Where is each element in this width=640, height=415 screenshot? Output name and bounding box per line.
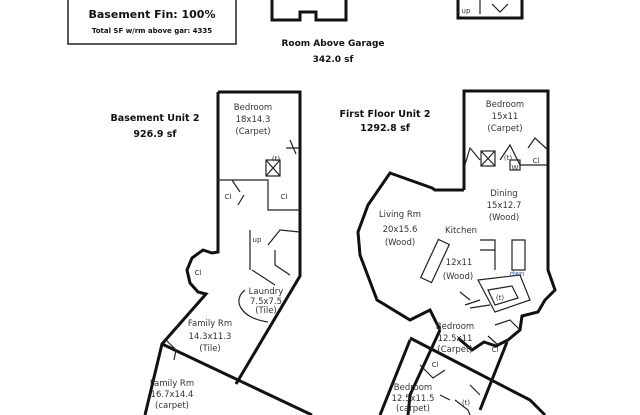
basement-closet-label-3: Cl <box>195 269 202 277</box>
total-sf-text: Total SF w/rm above gar: 4335 <box>92 27 212 35</box>
ff-closet-label-2: Cl <box>492 346 499 354</box>
stair-fragment: up <box>456 0 524 20</box>
family-rm-1-floor: (Tile) <box>199 344 221 354</box>
laundry-size: 7.5x7.5 <box>250 297 282 307</box>
ff-bedroom-1-name: Bedroom <box>486 100 524 110</box>
basement-bedroom-size: 18x14.3 <box>236 115 271 125</box>
garage-area: 342.0 sf <box>313 55 354 65</box>
family-rm-2-size: 16.7x14.4 <box>151 390 194 400</box>
ff-bedroom-3-size: 12.5x11.5 <box>392 394 435 404</box>
family-rm-1-size: 14.3x11.3 <box>189 332 232 342</box>
ff-bedroom-2-size: 12.5x11 <box>438 334 473 344</box>
ff-stairs-label: dwn <box>510 270 525 278</box>
kitchen-floor: (Wood) <box>443 272 473 282</box>
living-rm-name: Living Rm <box>379 210 421 220</box>
stair-up-label: up <box>462 7 471 15</box>
basement-toilet-label: (t) <box>272 155 280 163</box>
dining-floor: (Wood) <box>489 213 519 223</box>
living-rm-floor: (Wood) <box>385 238 415 248</box>
basement-bedroom-floor: (Carpet) <box>235 127 270 137</box>
ff-bedroom-1-size: 15x11 <box>492 112 519 122</box>
kitchen-size: 12x11 <box>446 258 473 268</box>
ff-bedroom-3-floor: (carpet) <box>396 404 430 414</box>
ff-bedroom-1-floor: (Carpet) <box>487 124 522 134</box>
basement-closet-label-2: Cl <box>281 193 288 201</box>
dining-name: Dining <box>490 189 517 199</box>
first-floor-title: First Floor Unit 2 <box>340 109 431 120</box>
dining-size: 15x12.7 <box>487 201 522 211</box>
family-rm-1-name: Family Rm <box>188 319 232 329</box>
basement-fin-text: Basement Fin: 100% <box>89 8 216 21</box>
basement-title: Basement Unit 2 <box>111 113 200 124</box>
ff-toilet-label-3: (t) <box>462 399 470 407</box>
laundry-name: Laundry <box>249 287 284 297</box>
ff-bedroom-2-floor: (Carpet) <box>437 345 472 355</box>
basement-plan: Basement Unit 2 926.9 sf Bedroom 18x14.3… <box>111 90 313 415</box>
family-rm-2-floor: (carpet) <box>155 401 189 411</box>
garage-room: Room Above Garage 342.0 sf <box>270 0 385 65</box>
ff-toilet-label-2: (t) <box>496 294 504 302</box>
first-floor-area: 1292.8 sf <box>360 123 411 134</box>
ff-closet-label-3: Cl <box>432 361 439 369</box>
basement-closet-label: Cl <box>225 193 232 201</box>
basement-area: 926.9 sf <box>133 129 177 140</box>
garage-title: Room Above Garage <box>281 39 384 49</box>
summary-box: Basement Fin: 100% Total SF w/rm above g… <box>67 0 237 45</box>
kitchen-name: Kitchen <box>445 226 477 236</box>
basement-bedroom-name: Bedroom <box>234 103 272 113</box>
ff-washer-label: W <box>512 164 519 172</box>
first-floor-plan: First Floor Unit 2 1292.8 sf Bedroom 15x… <box>340 89 557 415</box>
ff-bedroom-2-name: Bedroom <box>436 322 474 332</box>
family-rm-2-name: Family Rm <box>150 379 194 389</box>
living-rm-size: 20x15.6 <box>383 225 418 235</box>
ff-bedroom-3-name: Bedroom <box>394 383 432 393</box>
ff-closet-label: Cl <box>533 157 540 165</box>
basement-stairs-label: up <box>253 236 262 244</box>
ff-toilet-label: (t) <box>504 154 512 162</box>
laundry-floor: (Tile) <box>255 306 277 316</box>
